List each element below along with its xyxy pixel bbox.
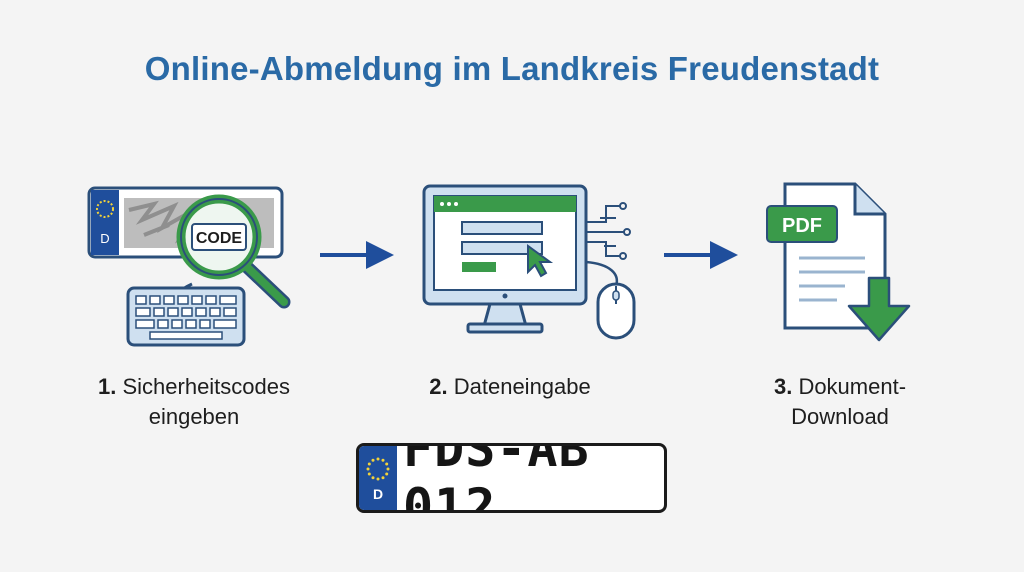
- computer-form-mouse-icon: [422, 184, 636, 340]
- step-3-text-line1: Dokument-: [798, 374, 907, 399]
- step-3-text-line2: Download: [791, 404, 889, 429]
- step-2-label: 2. Dateneingabe: [400, 372, 620, 402]
- plate-country-letter: D: [100, 231, 109, 246]
- arrow-right-icon: [664, 241, 738, 269]
- license-plate-magnifier-keyboard-icon: D CODE: [87, 186, 291, 347]
- code-badge: CODE: [196, 230, 243, 247]
- arrow-right-icon: [320, 241, 394, 269]
- pdf-download-icon: PDF: [766, 182, 911, 342]
- step-3-label: 3. Dokument- Download: [740, 372, 940, 432]
- step-1-label: 1. Sicherheitscodes eingeben: [74, 372, 314, 432]
- step-1-number: 1.: [97, 374, 117, 399]
- step-2-number: 2.: [429, 374, 448, 399]
- step-2-text-line1: Dateneingabe: [453, 374, 591, 399]
- step-3-number: 3.: [773, 374, 793, 399]
- step-1-text-line1: Sicherheitscodes: [122, 374, 291, 399]
- plate-number: FDS-AB 012: [403, 443, 590, 513]
- pdf-badge: PDF: [782, 215, 822, 237]
- license-plate: D FDS-AB 012: [356, 443, 667, 513]
- eu-band: D: [359, 446, 397, 510]
- plate-country-code: D: [372, 486, 384, 502]
- eu-stars-icon: [366, 457, 390, 481]
- step-1-text-line2: eingeben: [148, 404, 240, 429]
- page-title: Online-Abmeldung im Landkreis Freudensta…: [144, 50, 880, 87]
